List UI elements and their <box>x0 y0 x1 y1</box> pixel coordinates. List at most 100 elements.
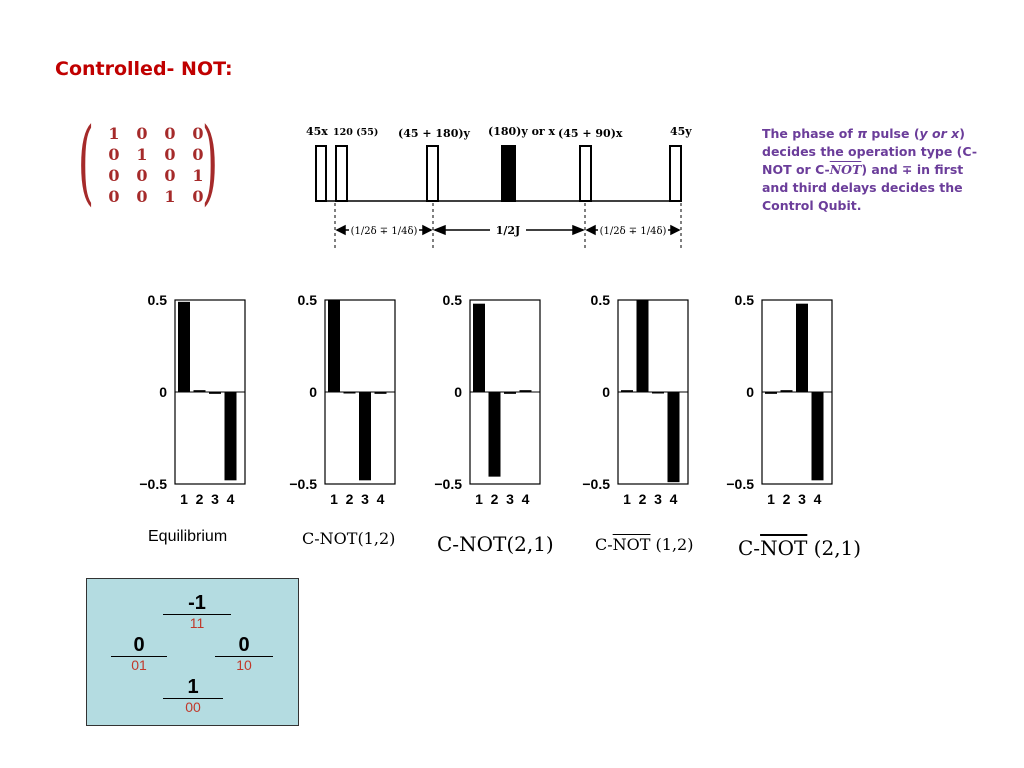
pulse-label-3: (45 + 180)y <box>398 127 471 140</box>
pulse-label-1: 45x <box>306 125 328 138</box>
energy-level-diagram: -1 11 0 01 0 10 1 00 <box>86 578 299 726</box>
chart-ytick-5-1: 0.5 <box>735 292 755 308</box>
chart-bar-3-3 <box>504 392 516 394</box>
chart-xtick-2-1: 1 <box>330 491 338 507</box>
chart-xtick-2-3: 3 <box>361 491 369 507</box>
chart-xtick-1-4: 4 <box>227 491 235 507</box>
matrix-cell-0-1: 0 <box>136 124 148 143</box>
chart-xtick-3-1: 1 <box>475 491 483 507</box>
matrix-right-paren: ) <box>201 108 219 215</box>
matrix-cell-1-3: 0 <box>192 145 204 164</box>
matrix-cell-3-2: 1 <box>164 187 176 206</box>
chart-bar-4-4 <box>667 392 680 483</box>
chart-ytick-5-2: 0 <box>746 384 754 400</box>
chart-bar-2-4 <box>374 392 387 394</box>
delay-label-1: (1/2δ ∓ 1/4δ) <box>351 226 418 237</box>
chart-bar-1-2 <box>193 390 206 392</box>
pulse-4-pi <box>501 145 516 202</box>
chart-ytick-1-1: 0.5 <box>148 292 168 308</box>
chart-ytick-2-3: −0.5 <box>289 476 317 492</box>
matrix-left-paren: ( <box>77 108 95 215</box>
chart-bar-5-1 <box>765 392 777 394</box>
chart-xtick-5-1: 1 <box>767 491 775 507</box>
level-right: 0 10 <box>215 635 273 673</box>
chart-bar-2-3 <box>359 392 371 481</box>
matrix-cell-0-3: 0 <box>192 124 204 143</box>
level-bottom: 1 00 <box>163 677 223 715</box>
chart-bar-3-1 <box>473 303 485 392</box>
caption-cnot-bar-2-1: C-NOT (2,1) <box>738 536 862 560</box>
chart-bar-4-1 <box>621 390 633 392</box>
chart-ytick-2-2: 0 <box>309 384 317 400</box>
level-top: -1 11 <box>163 593 231 631</box>
matrix-cell-3-1: 0 <box>136 187 148 206</box>
chart-ytick-5-3: −0.5 <box>726 476 754 492</box>
chart-xtick-2-4: 4 <box>377 491 385 507</box>
chart-xtick-1-3: 3 <box>211 491 219 507</box>
page-title: Controlled- NOT: <box>55 58 233 80</box>
chart-xtick-2-2: 2 <box>346 491 354 507</box>
chart-ytick-3-3: −0.5 <box>434 476 462 492</box>
chart-xtick-5-2: 2 <box>783 491 791 507</box>
matrix-cell-1-1: 1 <box>136 145 148 164</box>
caption-cnot-bar-1-2: C-NOT (1,2) <box>595 535 694 554</box>
chart-xtick-1-1: 1 <box>180 491 188 507</box>
delay-label-bg-2 <box>490 218 526 242</box>
caption-equilibrium: Equilibrium <box>148 528 228 545</box>
matrix-cell-3-3: 0 <box>192 187 204 206</box>
pulse-sequence-diagram: 45x 120 (55) (45 + 180)y (180)y or x (45… <box>306 125 692 250</box>
chart-ytick-3-2: 0 <box>454 384 462 400</box>
chart-bar-2-1 <box>328 300 340 392</box>
chart-xtick-5-4: 4 <box>814 491 822 507</box>
chart-bar-3-2 <box>488 392 501 477</box>
matrix-cell-1-2: 0 <box>164 145 176 164</box>
delay-label-3: (1/2δ ∓ 1/4δ) <box>600 226 667 237</box>
matrix-cell-0-2: 0 <box>164 124 176 143</box>
matrix-cell-2-0: 0 <box>108 166 120 185</box>
chart-bar-5-3 <box>796 303 808 392</box>
chart-ytick-3-1: 0.5 <box>443 292 463 308</box>
chart-ytick-1-2: 0 <box>159 384 167 400</box>
chart-bar-2-2 <box>343 392 356 394</box>
matrix-cell-2-3: 1 <box>192 166 204 185</box>
chart-xtick-1-2: 2 <box>196 491 204 507</box>
chart-bar-5-2 <box>780 390 793 392</box>
pulse-2 <box>335 145 348 202</box>
chart-bar-1-1 <box>178 301 190 392</box>
chart-ytick-4-3: −0.5 <box>582 476 610 492</box>
matrix-cell-0-0: 1 <box>108 124 120 143</box>
chart-bar-5-4 <box>811 392 824 481</box>
chart-ytick-2-1: 0.5 <box>298 292 318 308</box>
chart-bar-4-3 <box>652 392 664 394</box>
chart-bar-1-4 <box>224 392 237 481</box>
level-left: 0 01 <box>111 635 167 673</box>
chart-bar-3-4 <box>519 390 532 392</box>
chart-bar-4-2 <box>636 300 649 392</box>
chart-xtick-4-4: 4 <box>670 491 678 507</box>
pulse-1 <box>315 145 327 202</box>
delay-label-bg-1 <box>349 221 419 239</box>
pulse-label-2: 120 (55) <box>333 127 378 138</box>
matrix-cell-2-1: 0 <box>136 166 148 185</box>
chart-xtick-5-3: 3 <box>798 491 806 507</box>
phase-note: The phase of π pulse (y or x) decides th… <box>762 126 978 213</box>
chart-xtick-3-4: 4 <box>522 491 530 507</box>
pulse-5 <box>579 145 592 202</box>
pulse-3 <box>426 145 439 202</box>
caption-cnot-2-1: C-NOT(2,1) <box>437 532 554 556</box>
chart-xtick-4-1: 1 <box>623 491 631 507</box>
chart-ytick-4-1: 0.5 <box>591 292 611 308</box>
chart-xtick-3-3: 3 <box>506 491 514 507</box>
pulse-label-6: 45y <box>670 125 692 138</box>
caption-cnot-1-2: C-NOT(1,2) <box>302 529 396 548</box>
matrix-cell-1-0: 0 <box>108 145 120 164</box>
chart-xtick-4-3: 3 <box>654 491 662 507</box>
